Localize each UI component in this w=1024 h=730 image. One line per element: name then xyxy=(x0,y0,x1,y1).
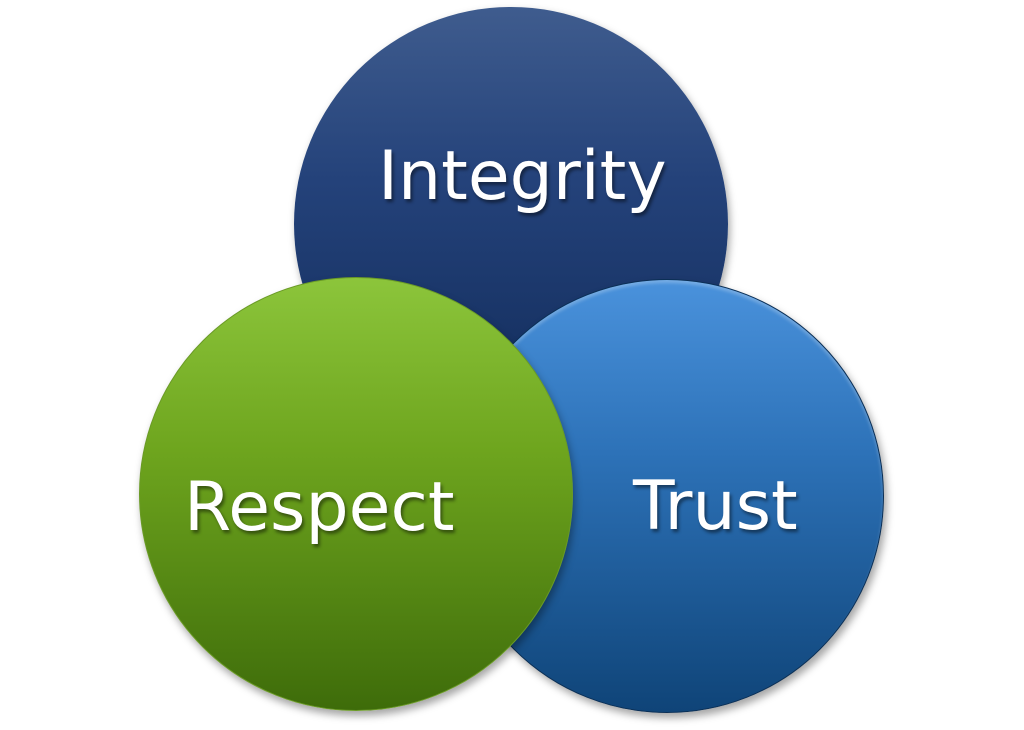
respect-circle xyxy=(139,277,573,711)
integrity-label: Integrity xyxy=(378,137,667,216)
respect-label: Respect xyxy=(184,468,455,547)
trust-label: Trust xyxy=(633,467,798,546)
